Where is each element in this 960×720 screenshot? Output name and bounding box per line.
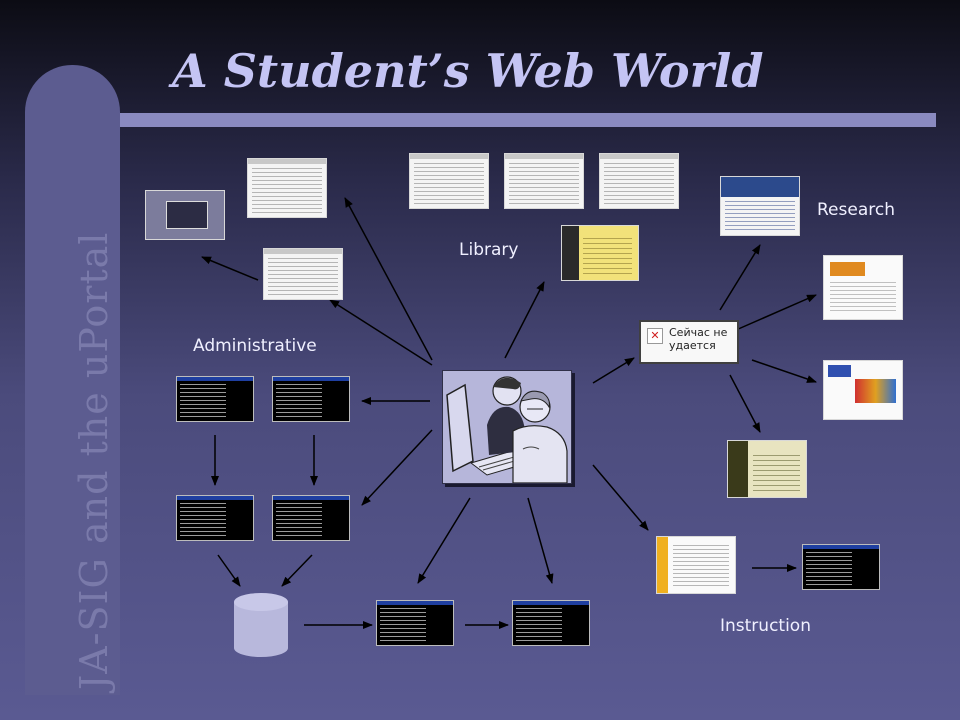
research-screenshot [727, 440, 807, 498]
title-underline [120, 113, 936, 127]
terminal-screenshot [272, 376, 350, 422]
label-instruction: Instruction [720, 616, 811, 636]
arrow [751, 359, 817, 383]
arrow [201, 256, 259, 281]
admin-screenshot [247, 158, 327, 218]
terminal-screenshot [176, 376, 254, 422]
research-screenshot [720, 176, 800, 236]
arrow [217, 554, 241, 587]
arrow [344, 197, 433, 361]
arrow [735, 294, 817, 331]
terminal-screenshot [512, 600, 590, 646]
arrow [592, 464, 649, 531]
arrow [729, 374, 761, 433]
terminal-screenshot [176, 495, 254, 541]
arrow [592, 357, 635, 384]
database-icon [234, 593, 288, 657]
research-screenshot [823, 360, 903, 420]
label-library: Library [459, 240, 519, 260]
arrow [281, 554, 313, 587]
instruction-screenshot [656, 536, 736, 594]
label-research: Research [817, 200, 895, 220]
arrow [361, 429, 433, 506]
terminal-screenshot [376, 600, 454, 646]
arrow [417, 497, 471, 584]
broken-image-icon: ✕ [647, 328, 663, 344]
library-screenshot [504, 153, 584, 209]
arrow [719, 244, 761, 311]
arrow [329, 299, 433, 366]
admin-screenshot [145, 190, 225, 240]
slide-title: A Student’s Web World [172, 44, 764, 98]
terminal-screenshot [272, 495, 350, 541]
research-screenshot [823, 255, 903, 320]
broken-image-placeholder: ✕ Сейчас не удается [639, 320, 739, 364]
arrow [527, 497, 554, 584]
label-administrative: Administrative [193, 336, 317, 356]
library-screenshot [409, 153, 489, 209]
students-at-computer-image [442, 370, 572, 484]
terminal-screenshot [802, 544, 880, 590]
admin-screenshot [263, 248, 343, 300]
library-screenshot [561, 225, 639, 281]
arrow [504, 281, 545, 359]
library-screenshot [599, 153, 679, 209]
broken-image-alt-text: Сейчас не удается [669, 326, 728, 352]
side-panel [25, 65, 120, 695]
